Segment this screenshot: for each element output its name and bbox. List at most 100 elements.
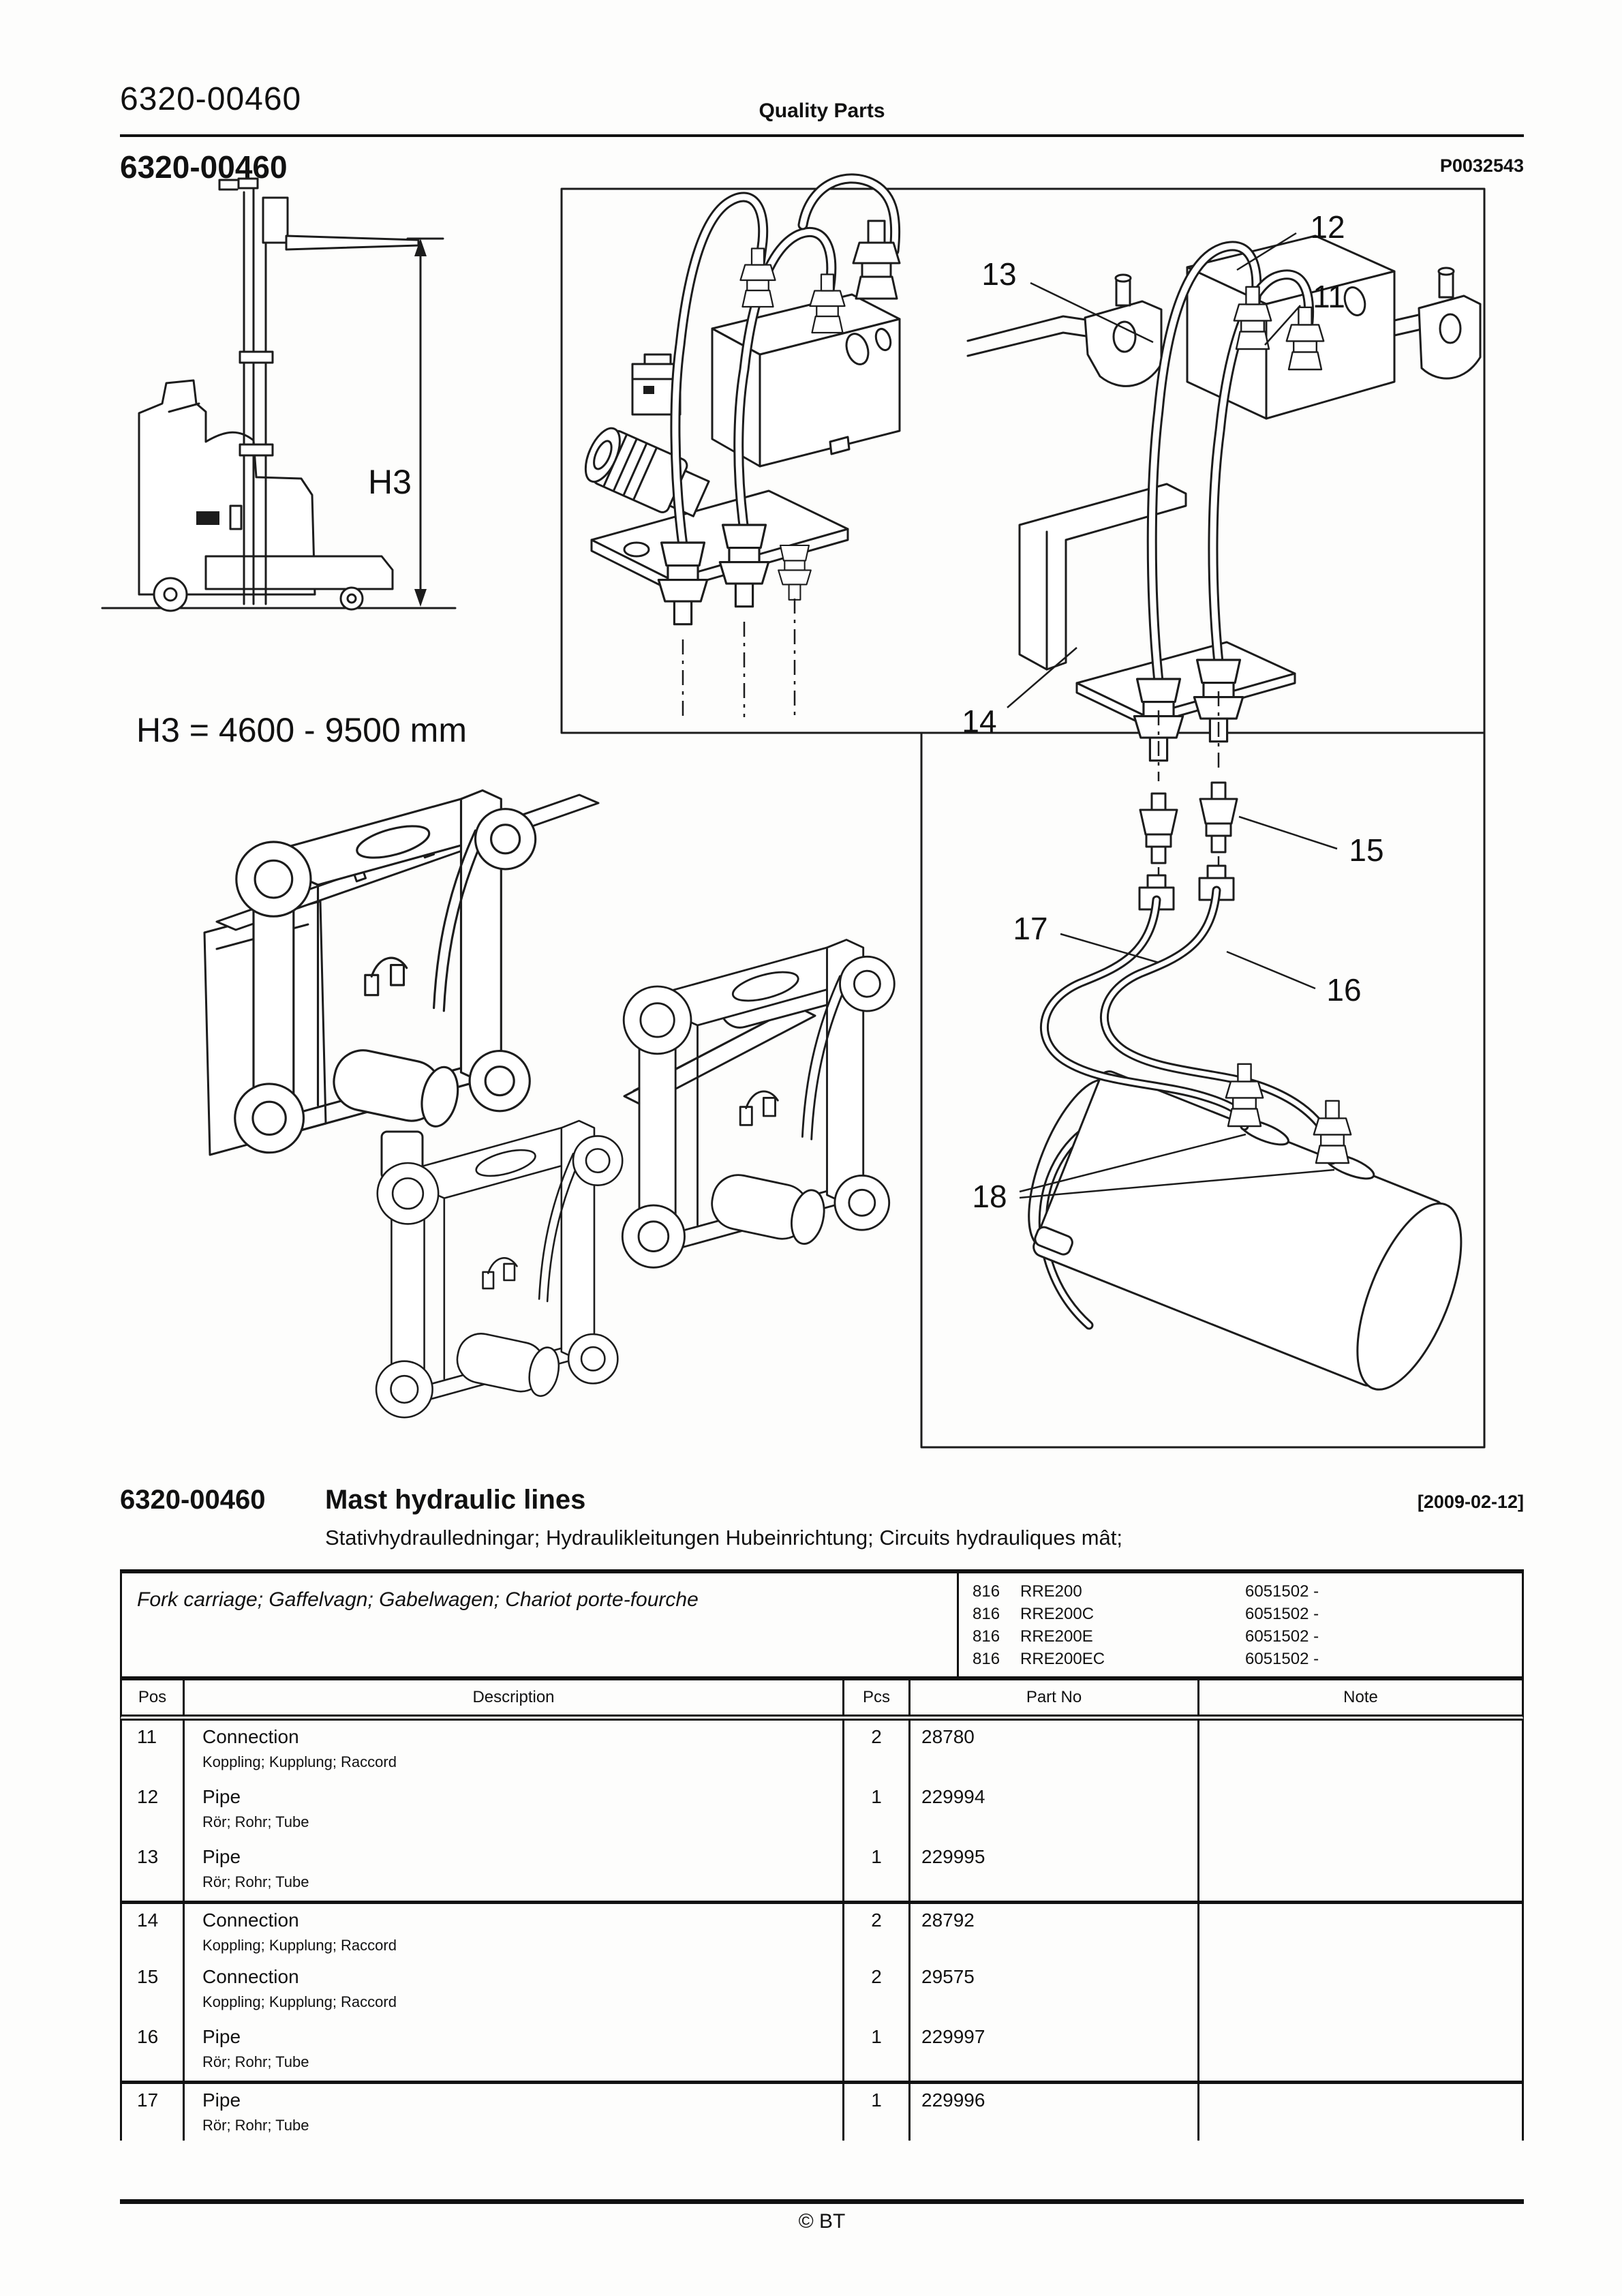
model-row: 816 RRE200E 6051502 - (959, 1625, 1522, 1648)
cell-pcs: 1 (844, 2021, 911, 2081)
callout-label-11: 11 (1313, 279, 1345, 314)
h3-range-text: H3 = 4600 - 9500 mm (136, 711, 467, 749)
page-header-title: Quality Parts (759, 100, 885, 122)
callout-label-17: 17 (1013, 911, 1048, 946)
forklift-drawing (101, 177, 457, 612)
cell-pos: 17 (122, 2084, 185, 2141)
section-number: 6320-00460 (120, 1485, 266, 1515)
description-translations: Koppling; Kupplung; Raccord (202, 1993, 397, 2010)
cell-note (1199, 1781, 1522, 1841)
callout-leaders (1007, 232, 1338, 1199)
figure-reference: P0032543 (1439, 155, 1524, 176)
model-name: RRE200C (1020, 1605, 1095, 1623)
scope-text: Fork carriage; Gaffelvagn; Gabelwagen; C… (137, 1588, 699, 1611)
cell-pos: 16 (122, 2021, 185, 2081)
section-title: Mast hydraulic lines (325, 1485, 586, 1515)
callout-label-12: 12 (1310, 209, 1345, 245)
cell-note (1199, 2084, 1522, 2141)
cell-part-no: 29575 (911, 1961, 1199, 2021)
cell-part-no: 229994 (911, 1781, 1199, 1841)
callout-label-14: 14 (962, 704, 997, 739)
section-subtitle: Stativhydraulledningar; Hydraulikleitung… (325, 1526, 1123, 1550)
callout-label-13: 13 (981, 256, 1017, 292)
column-header-description: Description (185, 1680, 844, 1715)
fork-carriage-drawings (203, 789, 896, 1419)
callout-label-15: 15 (1349, 832, 1384, 868)
header-rule (120, 134, 1524, 137)
figure-frame-bottom (920, 731, 1486, 1449)
cell-pcs: 1 (844, 2084, 911, 2141)
cell-pcs: 1 (844, 1781, 911, 1841)
column-header-pcs: Pcs (844, 1680, 911, 1715)
cell-note (1199, 1904, 1522, 1961)
cell-part-no: 229995 (911, 1841, 1199, 1901)
h3-dimension-label: H3 (368, 463, 412, 501)
cell-note (1199, 1721, 1522, 1781)
model-code: 816 (973, 1627, 1000, 1646)
description-main: Connection (202, 1726, 299, 1747)
cell-pos: 15 (122, 1961, 185, 2021)
model-name: RRE200E (1020, 1627, 1093, 1646)
cell-note (1199, 1841, 1522, 1901)
cell-part-no: 229997 (911, 2021, 1199, 2081)
description-translations: Rör; Rohr; Tube (202, 1813, 309, 1830)
cell-pcs: 1 (844, 1841, 911, 1901)
cell-pos: 13 (122, 1841, 185, 1901)
column-header-note: Note (1343, 1688, 1378, 1706)
valve-assembly-right (1018, 235, 1482, 781)
section-date: [2009-02-12] (1417, 1492, 1524, 1512)
cell-pos: 11 (122, 1721, 185, 1781)
description-translations: Rör; Rohr; Tube (202, 2053, 309, 2070)
hydraulic-lines-drawing (1028, 781, 1463, 1391)
model-serial: 6051502 - (1245, 1650, 1319, 1668)
footer-copyright: © BT (798, 2210, 846, 2233)
cell-pcs: 2 (844, 1961, 911, 2021)
model-row: 816 RRE200C 6051502 - (959, 1603, 1522, 1625)
model-name: RRE200EC (1020, 1650, 1105, 1668)
description-translations: Rör; Rohr; Tube (202, 2117, 309, 2134)
table-header-row: Pos Description Pcs Part No Note (120, 1680, 1524, 1721)
model-code: 816 (973, 1650, 1000, 1668)
model-serial: 6051502 - (1245, 1605, 1319, 1623)
page-id: 6320-00460 (120, 149, 288, 185)
valve-assembly-left (584, 179, 1163, 717)
model-row: 816 RRE200EC 6051502 - (959, 1648, 1522, 1670)
model-name: RRE200 (1020, 1582, 1082, 1601)
cell-part-no: 28792 (911, 1904, 1199, 1961)
model-serial: 6051502 - (1245, 1627, 1319, 1646)
model-code: 816 (973, 1605, 1000, 1623)
cell-note (1199, 2021, 1522, 2081)
cell-pos: 12 (122, 1781, 185, 1841)
description-main: Pipe (202, 2026, 241, 2047)
description-main: Connection (202, 1966, 299, 1987)
cell-part-no: 28780 (911, 1721, 1199, 1781)
callout-label-18: 18 (972, 1179, 1007, 1214)
cell-note (1199, 1961, 1522, 2021)
description-translations: Rör; Rohr; Tube (202, 1873, 309, 1890)
description-main: Pipe (202, 1786, 241, 1807)
column-header-pos: Pos (122, 1680, 185, 1715)
cell-pcs: 2 (844, 1904, 911, 1961)
h3-dimension (406, 237, 444, 607)
description-main: Connection (202, 1909, 299, 1931)
cell-pcs: 2 (844, 1721, 911, 1781)
cell-part-no: 229996 (911, 2084, 1199, 2141)
